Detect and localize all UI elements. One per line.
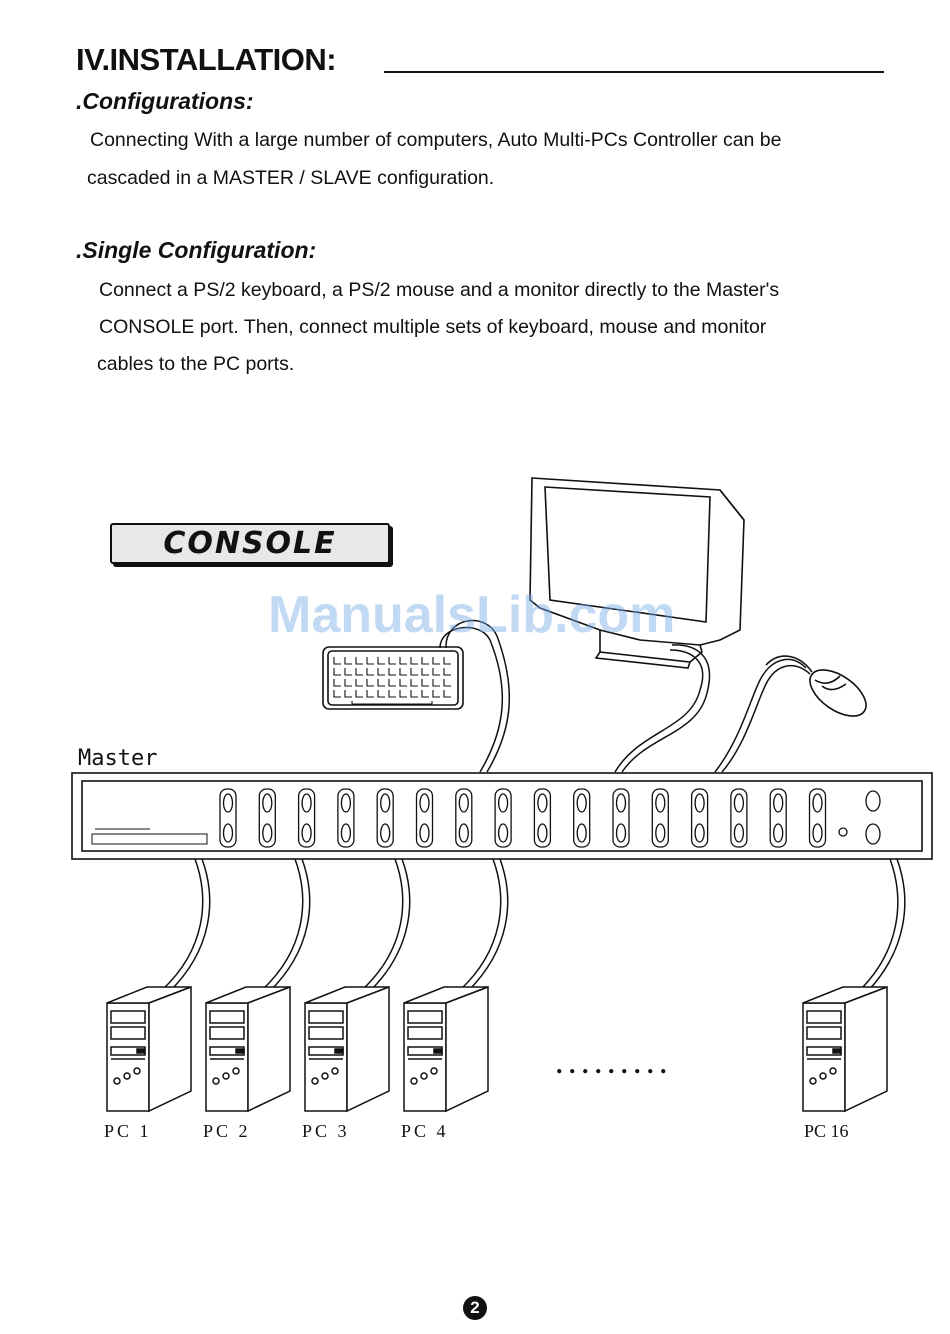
switch-port <box>808 788 827 848</box>
keyboard-key <box>421 679 429 687</box>
keyboard-key <box>333 657 341 665</box>
mouse-icon <box>765 655 867 717</box>
single-configuration-line-3: cables to the PC ports. <box>97 353 295 375</box>
console-cables <box>439 619 811 773</box>
single-configuration-heading: .Single Configuration: <box>76 237 317 263</box>
switch-port <box>730 788 748 848</box>
keyboard-key <box>410 668 418 676</box>
pc-label-4: PC 4 <box>401 1121 449 1141</box>
keyboard-key <box>410 690 418 698</box>
pc-label-1: PC 1 <box>104 1121 152 1141</box>
section-title: IV.INSTALLATION: <box>76 42 337 77</box>
keyboard-key <box>443 657 451 665</box>
keyboard-key <box>377 690 385 698</box>
keyboard-icon <box>322 646 464 710</box>
keyboard-key-group <box>333 657 451 705</box>
console-label-box: CONSOLE <box>110 523 390 564</box>
keyboard-key <box>399 679 407 687</box>
pc-label-16: PC 16 <box>804 1121 849 1141</box>
switch-port <box>219 788 237 848</box>
keyboard-key <box>399 668 407 676</box>
pc-tower-icon <box>304 985 390 1113</box>
keyboard-key <box>388 690 396 698</box>
pc-tower-icon <box>403 985 489 1113</box>
master-label: Master <box>78 746 158 771</box>
watermark-text: ManualsLib.com <box>268 586 676 644</box>
switch-port <box>297 788 316 848</box>
keyboard-key <box>366 668 374 676</box>
ellipsis: . . . . . . . . . <box>556 1050 667 1079</box>
pc-label-3: PC 3 <box>302 1121 350 1141</box>
keyboard-key <box>344 679 352 687</box>
switch-port <box>376 788 394 848</box>
keyboard-key <box>344 668 352 676</box>
keyboard-key <box>377 657 385 665</box>
master-switch <box>71 772 933 860</box>
keyboard-key <box>421 657 429 665</box>
keyboard-key <box>344 657 352 665</box>
configurations-heading: .Configurations: <box>76 88 254 114</box>
switch-port <box>769 788 787 848</box>
keyboard-key <box>377 668 385 676</box>
title-rule <box>384 71 884 73</box>
page-number: 2 <box>463 1296 487 1320</box>
keyboard-key <box>399 690 407 698</box>
keyboard-key <box>388 668 396 676</box>
keyboard-key <box>388 679 396 687</box>
keyboard-key <box>432 668 440 676</box>
keyboard-key <box>355 679 363 687</box>
keyboard-key <box>366 679 374 687</box>
keyboard-key <box>399 657 407 665</box>
keyboard-key <box>333 690 341 698</box>
pc-tower-icon <box>205 985 291 1113</box>
monitor-icon <box>529 477 745 669</box>
keyboard-key <box>432 690 440 698</box>
switch-port <box>415 788 434 848</box>
switch-port <box>258 788 276 848</box>
pc-tower-group <box>106 985 888 1113</box>
keyboard-key <box>355 690 363 698</box>
keyboard-key <box>443 668 451 676</box>
keyboard-key <box>421 668 429 676</box>
pc-label-2: PC 2 <box>203 1121 251 1141</box>
single-configuration-line-2: CONSOLE port. Then, connect multiple set… <box>99 316 767 338</box>
keyboard-key <box>443 679 451 687</box>
switch-port <box>651 788 669 848</box>
configurations-line-2: cascaded in a MASTER / SLAVE configurati… <box>87 167 495 189</box>
switch-port <box>533 788 552 848</box>
keyboard-key <box>377 679 385 687</box>
keyboard-key <box>443 690 451 698</box>
switch-port <box>337 788 355 848</box>
pc-tower-icon <box>106 985 192 1113</box>
switch-port-group <box>219 788 881 848</box>
keyboard-key <box>366 690 374 698</box>
keyboard-key <box>366 657 374 665</box>
switch-port <box>690 788 709 848</box>
keyboard-key <box>432 657 440 665</box>
switch-port <box>494 788 512 848</box>
keyboard-key <box>388 657 396 665</box>
switch-port <box>612 788 630 848</box>
keyboard-key <box>355 668 363 676</box>
configurations-line-1: Connecting With a large number of comput… <box>90 129 782 151</box>
keyboard-key <box>355 657 363 665</box>
keyboard-key <box>333 679 341 687</box>
single-configuration-line-1: Connect a PS/2 keyboard, a PS/2 mouse an… <box>99 279 780 301</box>
switch-port <box>573 788 591 848</box>
keyboard-key <box>410 679 418 687</box>
keyboard-key <box>333 668 341 676</box>
keyboard-key <box>421 690 429 698</box>
keyboard-key <box>344 690 352 698</box>
keyboard-key <box>410 657 418 665</box>
pc-tower-icon <box>802 985 888 1113</box>
switch-port <box>455 788 473 848</box>
keyboard-spacebar <box>351 701 433 705</box>
reset-button <box>838 827 848 837</box>
keyboard-key <box>432 679 440 687</box>
pc-cables <box>161 858 906 993</box>
scan-button <box>865 790 881 845</box>
